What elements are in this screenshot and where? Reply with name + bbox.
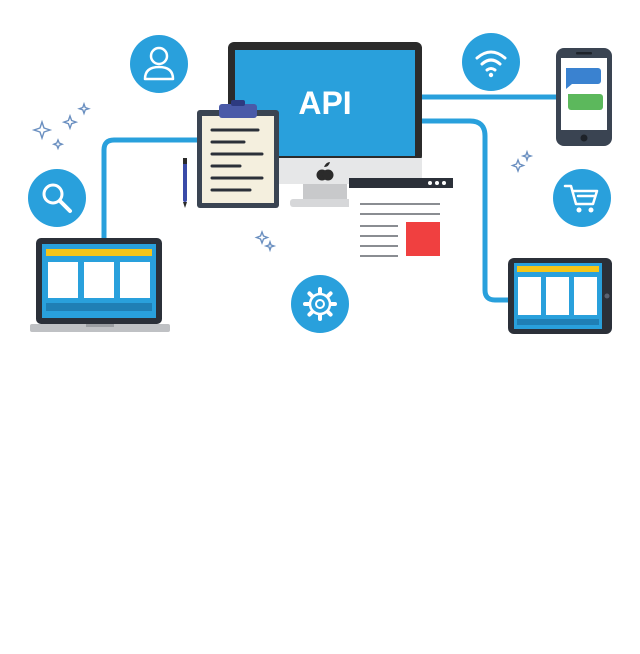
shopping-cart-icon (553, 169, 611, 227)
phone-home-button (580, 134, 588, 142)
web-page-image-block (406, 222, 440, 256)
search-icon (28, 169, 86, 227)
clipboard-text-lines (210, 128, 264, 192)
monitor-base (290, 199, 360, 207)
clipboard-clip (219, 104, 257, 118)
chat-bubble-icon (568, 94, 603, 110)
connector-lines (101, 94, 559, 303)
user-icon (130, 35, 188, 93)
tablet-screen-footer (517, 319, 599, 325)
laptop-base (30, 324, 170, 332)
connector-tablet (415, 118, 513, 303)
gear-icon (291, 275, 349, 333)
connector-laptop (101, 137, 203, 241)
clipboard-clip-top (231, 100, 245, 106)
tablet (508, 258, 612, 334)
laptop-panel (84, 262, 114, 298)
laptop-panel (48, 262, 78, 298)
tablet-screen-header (517, 266, 599, 272)
laptop-screen-footer (46, 303, 152, 311)
wifi-icon (462, 33, 520, 91)
web-page-text-lines (360, 203, 440, 257)
window-dot-icon (435, 181, 439, 185)
monitor-stand (303, 184, 347, 200)
window-dot-icon (442, 181, 446, 185)
clipboard-document (183, 100, 279, 208)
tablet-panel (518, 277, 541, 315)
web-page-document (349, 178, 453, 264)
laptop (30, 238, 170, 332)
web-page-header (349, 178, 453, 188)
window-dot-icon (428, 181, 432, 185)
apple-logo-icon (316, 162, 334, 181)
laptop-screen-header (46, 249, 152, 256)
smartphone (556, 48, 612, 146)
laptop-notch (86, 324, 114, 327)
tablet-home-button (604, 293, 610, 299)
phone-speaker (576, 52, 592, 55)
chat-bubble-icon (566, 68, 601, 89)
laptop-panel (120, 262, 150, 298)
sparkle-decoration (31, 101, 534, 253)
pen-icon (183, 158, 187, 208)
monitor-api-label: API (298, 85, 351, 121)
tablet-panel (546, 277, 569, 315)
tablet-panel (574, 277, 597, 315)
